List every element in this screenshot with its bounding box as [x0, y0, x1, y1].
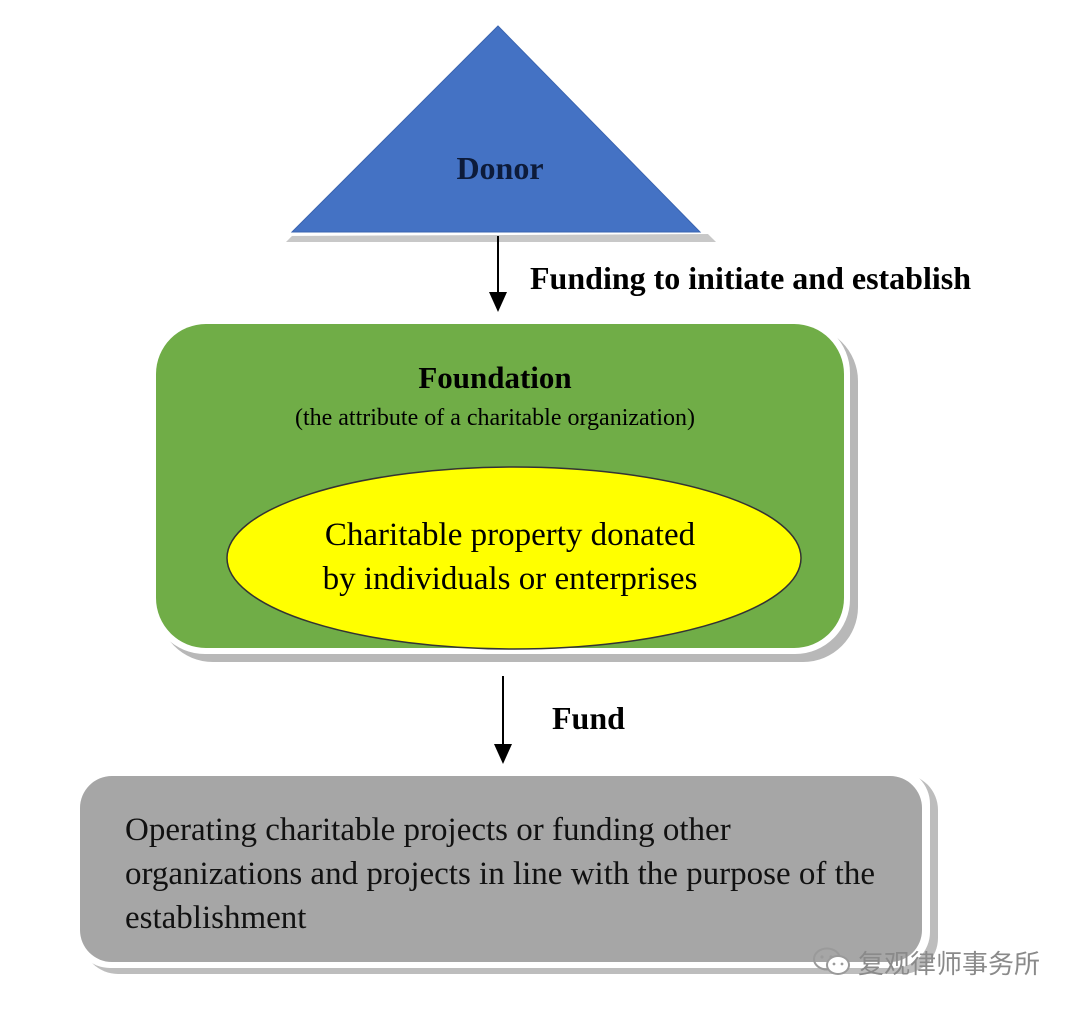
arrow-donor-to-foundation — [489, 236, 507, 312]
donor-label: Donor — [456, 150, 544, 186]
donor-triangle — [284, 20, 716, 242]
watermark-text: 复观律师事务所 — [858, 950, 1041, 980]
arrow-foundation-to-projects — [494, 676, 512, 764]
foundation-title: Foundation — [418, 360, 572, 395]
projects-box — [74, 768, 938, 974]
projects-text: Operating charitable projects or funding… — [125, 812, 875, 936]
foundation-subtitle: (the attribute of a charitable organizat… — [294, 405, 696, 431]
property-line-1: Charitable property donated — [324, 517, 696, 553]
arrow-label-funding: Funding to initiate and establish — [530, 260, 971, 296]
arrow-label-fund: Fund — [552, 700, 625, 736]
wechat-icon — [813, 947, 850, 975]
property-line-2: by individuals or enterprises — [322, 561, 698, 597]
property-text: Charitable property donated by individua… — [260, 513, 760, 601]
property-ellipse — [226, 466, 802, 650]
